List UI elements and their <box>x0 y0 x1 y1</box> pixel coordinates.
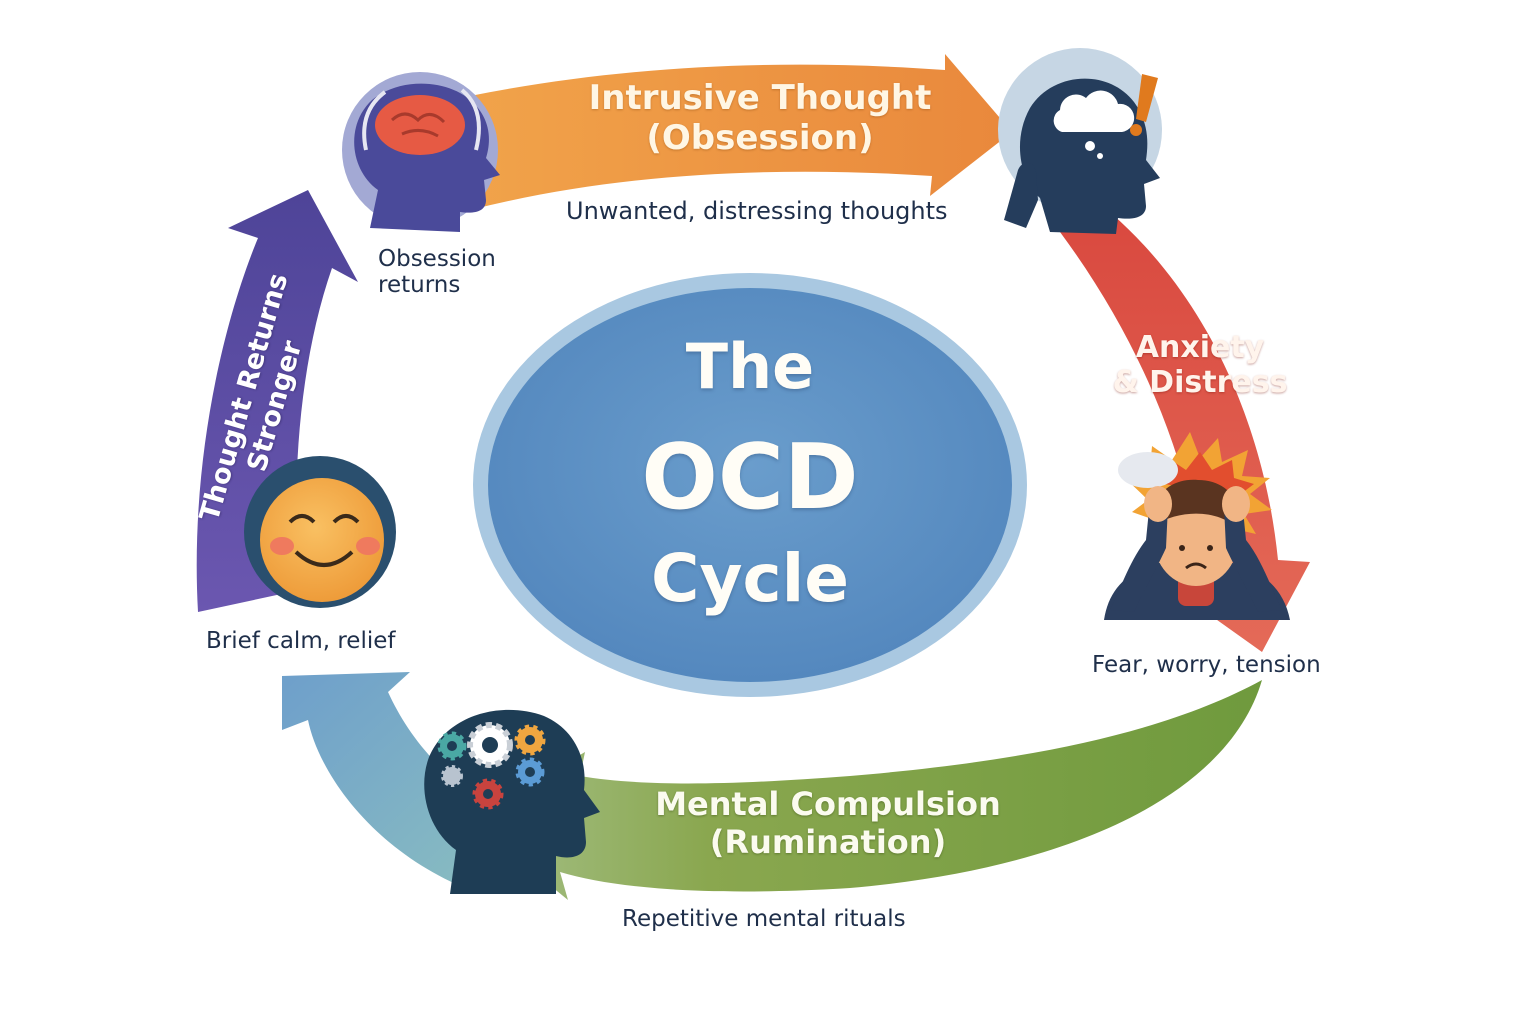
obsession-title-line2: (Obsession) <box>646 118 874 159</box>
center-title-line2: OCD <box>641 425 859 530</box>
compulsion-title-line1: Mental Compulsion <box>655 785 1001 823</box>
gears-head-icon <box>424 709 600 894</box>
compulsion-arrow <box>470 680 1262 900</box>
returns-caption-line2: returns <box>378 272 461 299</box>
returns-caption-line1: Obsession <box>378 246 496 272</box>
anxiety-title-line1: Anxiety <box>1135 330 1265 365</box>
relief-caption: Brief calm, relief <box>206 628 396 654</box>
obsession-caption: Unwanted, distressing thoughts <box>566 197 948 225</box>
anxiety-caption: Fear, worry, tension <box>1092 652 1321 678</box>
obsession-title-line1: Intrusive Thought <box>588 78 932 118</box>
center-title-line1: The <box>685 330 815 403</box>
center-title-line3: Cycle <box>651 540 849 617</box>
exclamation-icon <box>1130 74 1158 136</box>
returns-caption: Obsession returns <box>378 246 496 299</box>
smiley-face-icon <box>244 456 396 608</box>
obsession-arrow <box>470 54 1012 210</box>
returns-arrow <box>196 190 358 612</box>
compulsion-title-line2: (Rumination) <box>709 822 947 861</box>
compulsion-caption: Repetitive mental rituals <box>622 906 906 932</box>
anxiety-title-line2: & Distress <box>1112 365 1288 401</box>
compulsion-title: Mental Compulsion (Rumination) <box>628 785 1028 862</box>
anxiety-title: Anxiety & Distress <box>1100 330 1300 401</box>
stressed-person-icon <box>1104 479 1290 620</box>
obsession-title: Intrusive Thought (Obsession) <box>560 78 960 158</box>
brain-head-icon <box>342 72 500 232</box>
center-circle <box>488 288 1012 682</box>
thinking-head-icon <box>998 48 1162 235</box>
